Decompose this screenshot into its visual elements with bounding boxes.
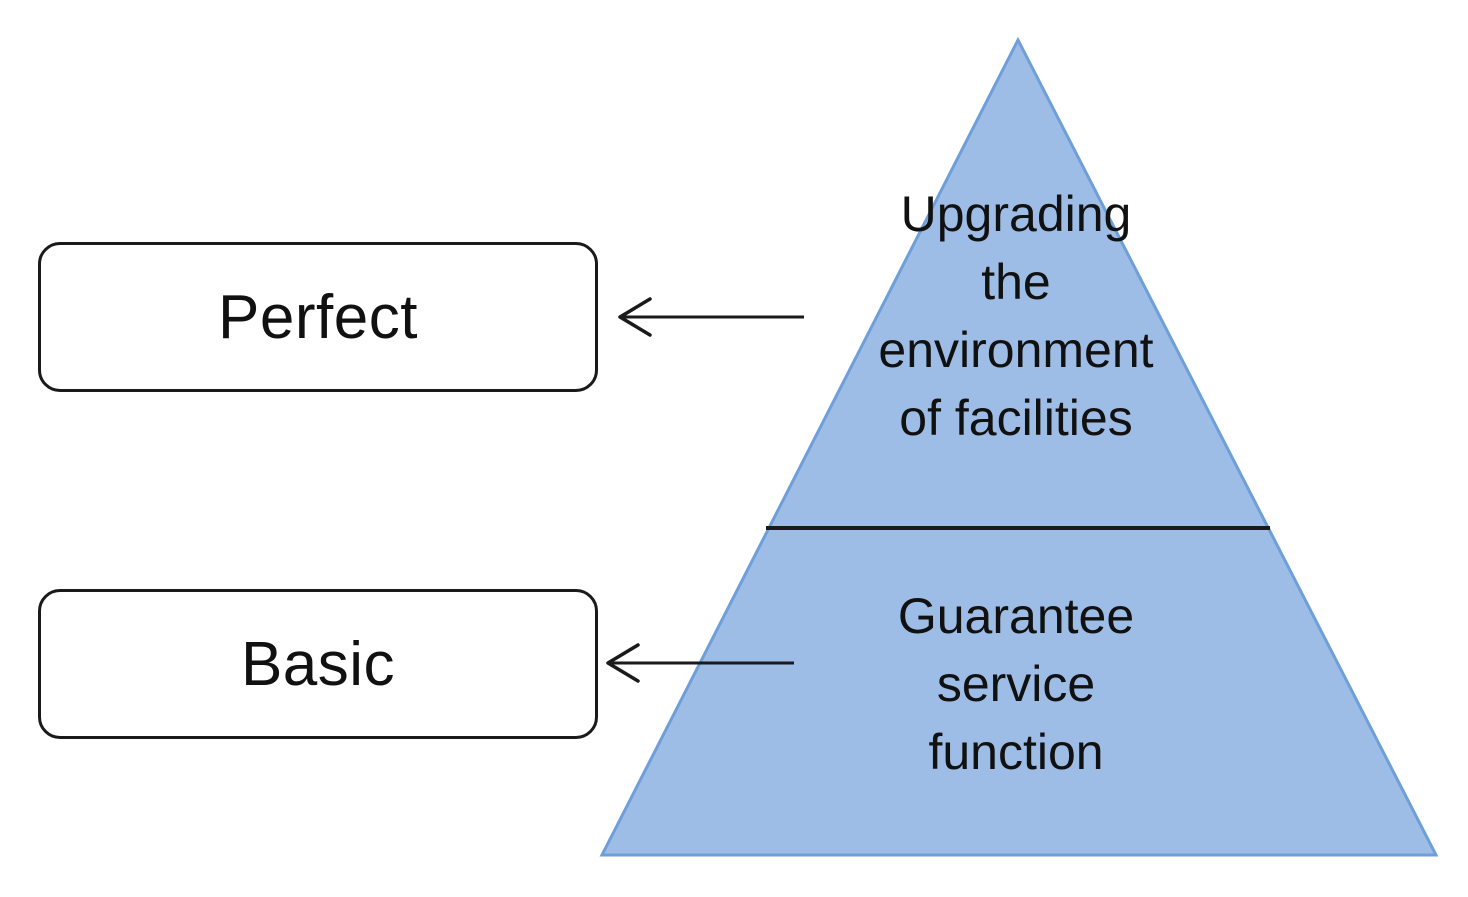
- pyramid-bottom-level-text: Guarantee service function: [806, 582, 1226, 786]
- perfect-label: Perfect: [218, 282, 418, 352]
- top-level-line: of facilities: [899, 390, 1133, 446]
- top-level-line: environment: [878, 322, 1154, 378]
- basic-label: Basic: [240, 629, 396, 699]
- top-level-line: Upgrading: [900, 186, 1132, 242]
- perfect-label-box: Perfect: [38, 242, 598, 392]
- bottom-level-line: function: [928, 724, 1104, 780]
- bottom-level-line: service: [936, 656, 1096, 712]
- arrow-to-perfect: [618, 297, 804, 337]
- top-level-line: the: [981, 254, 1051, 310]
- pyramid-top-level-text: Upgrading the environment of facilities: [806, 180, 1226, 452]
- arrow-to-basic: [606, 643, 794, 683]
- basic-label-box: Basic: [38, 589, 598, 739]
- pyramid-triangle: [599, 36, 1439, 857]
- bottom-level-line: Guarantee: [897, 588, 1135, 644]
